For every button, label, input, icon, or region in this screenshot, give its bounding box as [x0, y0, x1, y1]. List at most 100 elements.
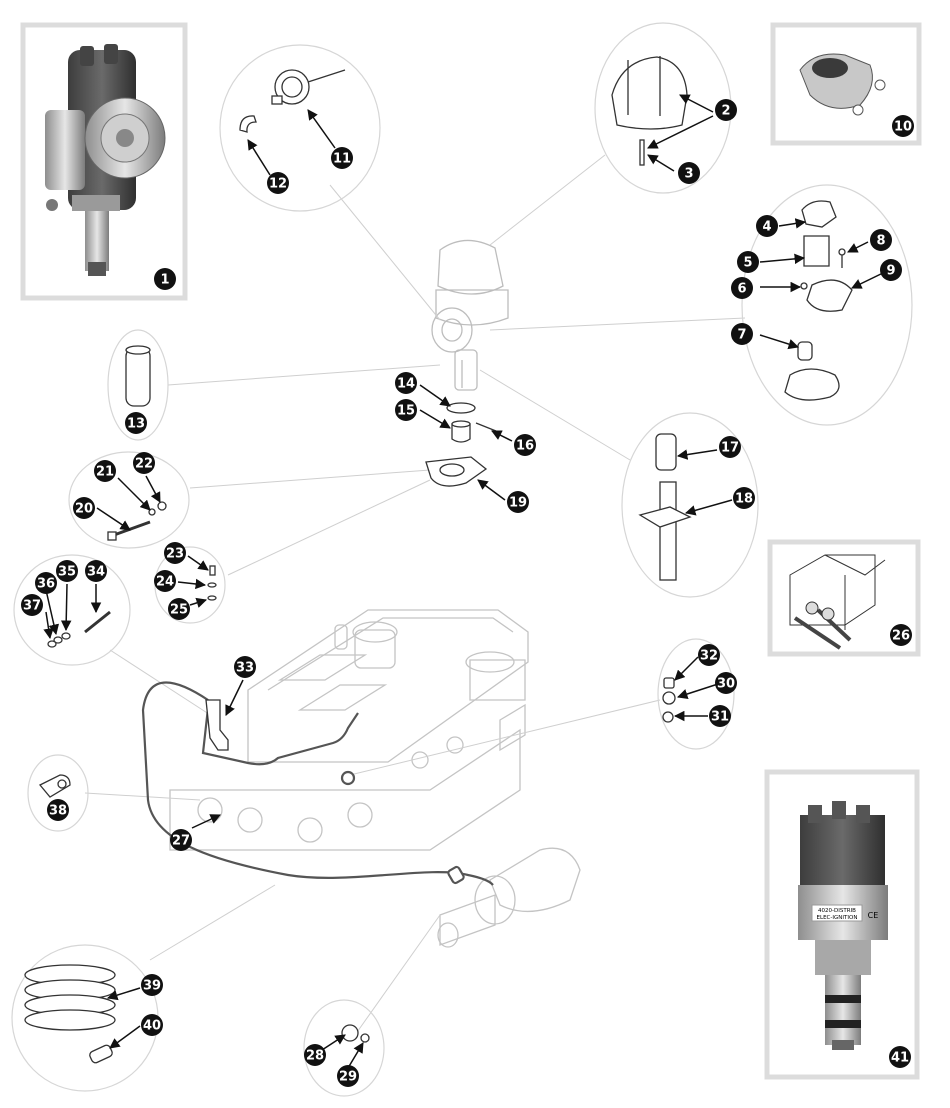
- callout-number: 22: [135, 457, 153, 472]
- callout-number: 26: [892, 629, 910, 644]
- callout-11: 11: [331, 147, 353, 169]
- callout-19: 19: [507, 491, 529, 513]
- callout-number: 19: [509, 496, 527, 511]
- callout-marker: [709, 705, 731, 727]
- callout-number: 36: [37, 577, 55, 592]
- callout-13: 13: [125, 412, 147, 434]
- callout-number: 8: [876, 234, 885, 249]
- callout-21: 21: [94, 460, 116, 482]
- callout-number: 18: [735, 492, 753, 507]
- callout-30: 30: [715, 672, 737, 694]
- callout-marker: [234, 656, 256, 678]
- callout-33: 33: [234, 656, 256, 678]
- callout-29: 29: [337, 1065, 359, 1087]
- callout-marker: [47, 799, 69, 821]
- callout-number: 31: [711, 710, 729, 725]
- callout-number: 28: [306, 1049, 324, 1064]
- callout-marker: [731, 323, 753, 345]
- callout-16: 16: [514, 434, 536, 456]
- callout-marker: [85, 560, 107, 582]
- callout-number: 9: [886, 264, 895, 279]
- callout-marker: [395, 372, 417, 394]
- callout-marker: [870, 229, 892, 251]
- callout-marker: [154, 268, 176, 290]
- callout-12: 12: [267, 172, 289, 194]
- callout-number: 37: [23, 599, 41, 614]
- callout-number: 40: [143, 1019, 161, 1034]
- callout-9: 9: [880, 259, 902, 281]
- callout-number: 1: [160, 273, 169, 288]
- callout-marker: [507, 491, 529, 513]
- callout-marker: [331, 147, 353, 169]
- callout-41: 41: [889, 1046, 911, 1068]
- callout-number: 35: [58, 565, 76, 580]
- callout-number: 33: [236, 661, 254, 676]
- callout-15: 15: [395, 399, 417, 421]
- product-label-line2: ELEC-IGNITION: [817, 915, 858, 921]
- callout-marker: [337, 1065, 359, 1087]
- callout-35: 35: [56, 560, 78, 582]
- callout-marker: [880, 259, 902, 281]
- ce-mark: CE: [868, 911, 879, 920]
- ht-lead: [141, 681, 494, 886]
- callout-marker: [737, 251, 759, 273]
- callout-marker: [56, 560, 78, 582]
- callout-number: 38: [49, 804, 67, 819]
- callout-number: 10: [894, 120, 912, 135]
- callout-marker: [395, 399, 417, 421]
- callout-32: 32: [698, 644, 720, 666]
- callout-arrows: [43, 94, 886, 1069]
- callout-marker: [94, 460, 116, 482]
- callout-number: 39: [143, 979, 161, 994]
- ghost-cylinder-head: [169, 609, 529, 851]
- callout-number: 17: [721, 441, 739, 456]
- ghost-distributor-top: [431, 239, 509, 391]
- callout-marker: [35, 572, 57, 594]
- callout-marker: [125, 412, 147, 434]
- callout-number: 24: [156, 575, 174, 590]
- ghost-distributor-lower: [437, 847, 581, 948]
- callout-20: 20: [73, 497, 95, 519]
- callout-marker: [733, 487, 755, 509]
- callout-36: 36: [35, 572, 57, 594]
- callout-28: 28: [304, 1044, 326, 1066]
- callout-22: 22: [133, 452, 155, 474]
- callout-34: 34: [85, 560, 107, 582]
- callout-marker: [514, 434, 536, 456]
- leader-lines: [84, 154, 746, 1036]
- callout-number: 29: [339, 1070, 357, 1085]
- callout-8: 8: [870, 229, 892, 251]
- callout-marker: [715, 672, 737, 694]
- panel-electronic-distributor-photo: 4020-DISTRIB ELEC-IGNITION CE: [764, 769, 920, 1080]
- callout-number: 34: [87, 565, 105, 580]
- callout-39: 39: [141, 974, 163, 996]
- callout-4: 4: [756, 215, 778, 237]
- callout-number: 14: [397, 377, 415, 392]
- callout-40: 40: [141, 1014, 163, 1036]
- callout-number: 15: [397, 404, 415, 419]
- callout-18: 18: [733, 487, 755, 509]
- callout-marker: [170, 829, 192, 851]
- callout-24: 24: [154, 570, 176, 592]
- callout-marker: [719, 436, 741, 458]
- callout-marker: [731, 277, 753, 299]
- callout-marker: [892, 115, 914, 137]
- callout-number: 7: [737, 328, 746, 343]
- panel-distributor-photo: [20, 22, 188, 301]
- callout-5: 5: [737, 251, 759, 273]
- callout-31: 31: [709, 705, 731, 727]
- callout-number: 11: [333, 152, 351, 167]
- callout-number: 20: [75, 502, 93, 517]
- callout-marker: [21, 594, 43, 616]
- callout-23: 23: [164, 542, 186, 564]
- callout-10: 10: [892, 115, 914, 137]
- callout-38: 38: [47, 799, 69, 821]
- callout-marker: [141, 974, 163, 996]
- callout-marker: [715, 99, 737, 121]
- callout-27: 27: [170, 829, 192, 851]
- callout-marker: [154, 570, 176, 592]
- callout-number: 12: [269, 177, 287, 192]
- callout-7: 7: [731, 323, 753, 345]
